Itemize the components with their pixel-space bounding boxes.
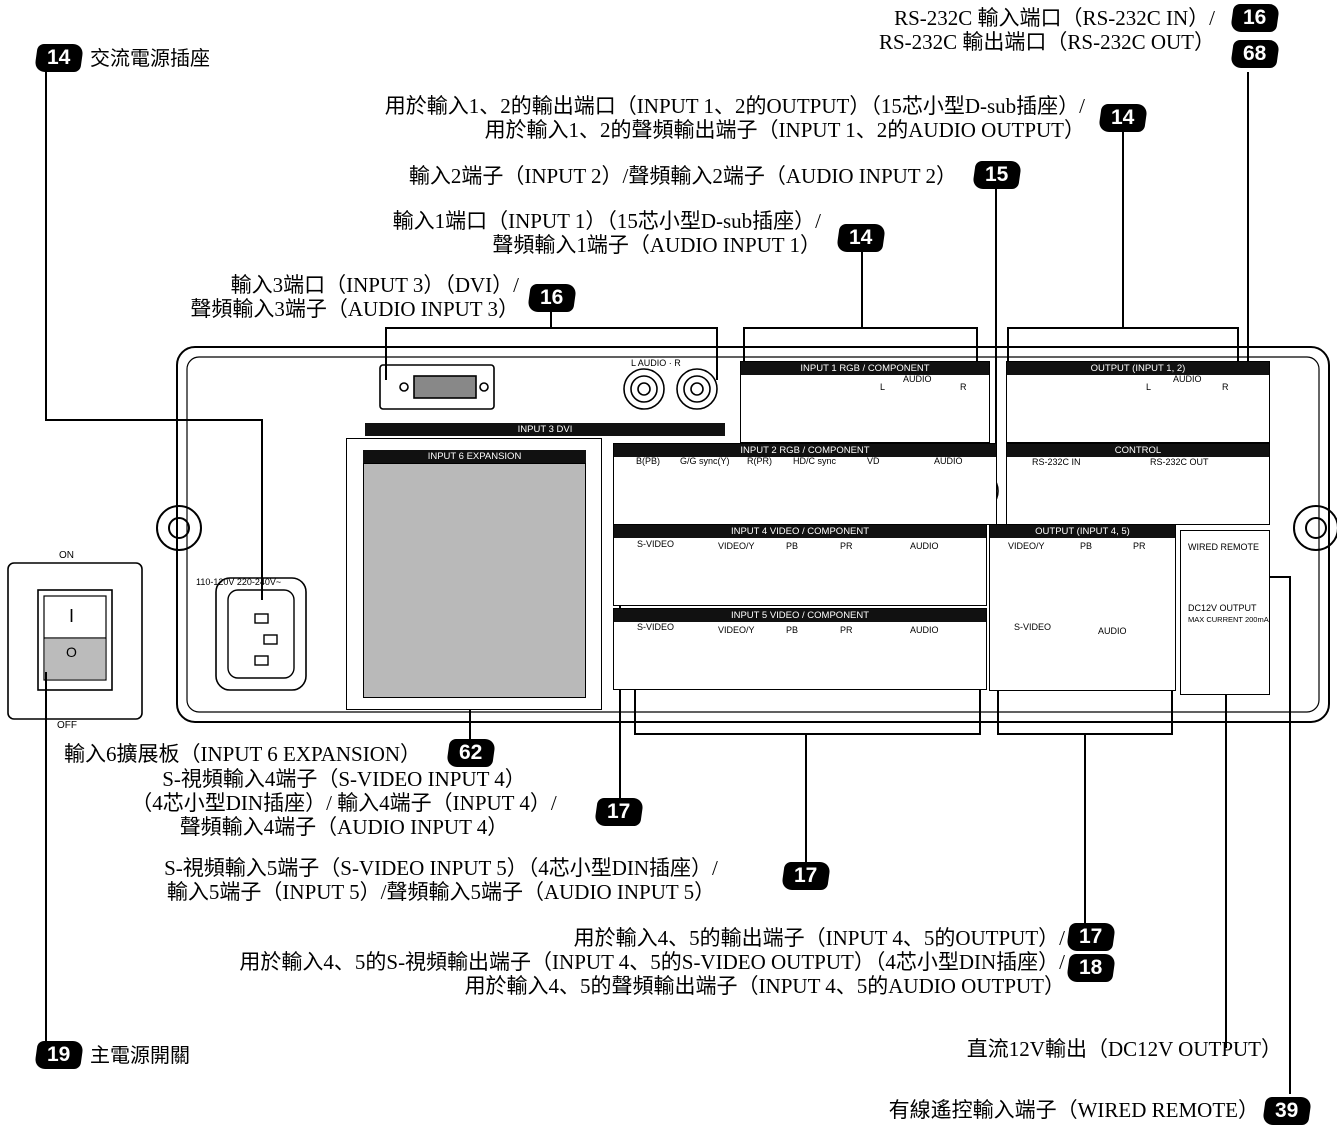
output12-l-label: L — [1146, 382, 1152, 392]
input2-badge: 15 — [972, 161, 1022, 189]
input4-caption: S-視頻輸入4端子（S-VIDEO INPUT 4） （4芯小型DIN插座）/ … — [131, 767, 557, 839]
rs232-badge-68: 68 — [1230, 40, 1280, 68]
output12-r-label: R — [1222, 382, 1229, 392]
control-header: CONTROL — [1007, 444, 1269, 457]
max-current-label: MAX CURRENT 200mA — [1188, 615, 1269, 624]
dc12v-caption: 直流12V輸出（DC12V OUTPUT） — [966, 1037, 1282, 1061]
switch-off-label: OFF — [57, 720, 77, 731]
output12-badge: 14 — [1098, 104, 1148, 132]
input1-l-label: L — [880, 382, 886, 392]
input2-label-vd: VD — [867, 456, 880, 466]
input3-badge: 16 — [527, 284, 577, 312]
output12-audio-label: AUDIO — [1173, 374, 1202, 384]
output45-audio-label: AUDIO — [1098, 626, 1127, 636]
input5-badge: 17 — [781, 862, 831, 890]
input2-caption: 輸入2端子（INPUT 2）/聲頻輸入2端子（AUDIO INPUT 2） — [408, 164, 957, 188]
ac-socket-badge: 14 — [34, 44, 84, 72]
input3-caption: 輸入3端口（INPUT 3）（DVI）/ 聲頻輸入3端子（AUDIO INPUT… — [190, 273, 519, 321]
input2-label-hd: HD/C sync — [793, 456, 837, 466]
output45-pb-label: PB — [1080, 541, 1093, 551]
switch-i-mark: I — [69, 606, 75, 626]
output45-pr-label: PR — [1133, 541, 1146, 551]
rs232-caption: RS-232C 輸入端口（RS-232C IN）/ RS-232C 輸出端口（R… — [878, 6, 1215, 54]
output45-header: OUTPUT (INPUT 4, 5) — [990, 525, 1175, 538]
output45-badge-17: 17 — [1066, 923, 1116, 951]
output45-videoy-label: VIDEO/Y — [1008, 541, 1045, 551]
input4-badge: 17 — [594, 798, 644, 826]
input5-header: INPUT 5 VIDEO / COMPONENT — [614, 609, 986, 622]
input6-header: INPUT 6 EXPANSION — [363, 450, 586, 463]
input1-badge: 14 — [836, 224, 886, 252]
input5-svideo-label: S-VIDEO — [637, 622, 675, 632]
input4-pr-label: PR — [840, 541, 853, 551]
input1-header: INPUT 1 RGB / COMPONENT — [741, 362, 989, 375]
main-switch-badge: 19 — [34, 1041, 84, 1069]
voltage-label: 110-120V 220-240V~ — [196, 577, 282, 587]
input5-caption: S-視頻輸入5端子（S-VIDEO INPUT 5）（4芯小型DIN插座）/ 輸… — [164, 856, 718, 904]
input2-label-g: G/G sync(Y) — [680, 456, 730, 466]
input6-expansion-slot — [363, 463, 586, 698]
wired-remote-panel-label: WIRED REMOTE — [1188, 542, 1259, 552]
switch-on-label: ON — [59, 550, 74, 561]
output12-header: OUTPUT (INPUT 1, 2) — [1007, 362, 1269, 375]
remote-frame — [1180, 530, 1270, 695]
input2-label-r: R(PR) — [747, 456, 772, 466]
rs232-out-label: RS-232C OUT — [1150, 457, 1209, 467]
input4-pb-label: PB — [786, 541, 799, 551]
input3-audio-label: L AUDIO · R — [631, 358, 681, 368]
input3-header: INPUT 3 DVI — [365, 423, 725, 436]
input5-audio-label: AUDIO — [910, 625, 939, 635]
rs232-badge-16: 16 — [1230, 4, 1280, 32]
input4-svideo-label: S-VIDEO — [637, 539, 675, 549]
input5-pb-label: PB — [786, 625, 799, 635]
input5-pr-label: PR — [840, 625, 853, 635]
main-switch-caption: 主電源開關 — [90, 1043, 190, 1067]
input4-header: INPUT 4 VIDEO / COMPONENT — [614, 525, 986, 538]
output45-badge-18: 18 — [1066, 954, 1116, 982]
wired-remote-caption: 有線遙控輸入端子（WIRED REMOTE） — [888, 1098, 1259, 1122]
input5-videoy-label: VIDEO/Y — [718, 625, 755, 635]
output45-caption: 用於輸入4、5的輸出端子（INPUT 4、5的OUTPUT）/ 用於輸入4、5的… — [239, 926, 1065, 998]
input6-caption: 輸入6擴展板（INPUT 6 EXPANSION） — [64, 742, 422, 766]
input6-badge: 62 — [446, 739, 496, 767]
input1-caption: 輸入1端口（INPUT 1）（15芯小型D-sub插座）/ 聲頻輸入1端子（AU… — [392, 209, 821, 257]
output12-caption: 用於輸入1、2的輸出端口（INPUT 1、2的OUTPUT）（15芯小型D-su… — [384, 94, 1085, 142]
input2-header: INPUT 2 RGB / COMPONENT — [614, 444, 996, 457]
dc12v-panel-label: DC12V OUTPUT — [1188, 603, 1257, 613]
input1-r-label: R — [960, 382, 967, 392]
input2-label-b: B(PB) — [636, 456, 661, 466]
output45-svideo-label: S-VIDEO — [1014, 622, 1052, 632]
rs232-in-label: RS-232C IN — [1032, 457, 1081, 467]
ac-socket-caption: 交流電源插座 — [90, 46, 210, 70]
input2-audio-label: AUDIO — [934, 456, 963, 466]
input1-audio-label: AUDIO — [903, 374, 932, 384]
wired-remote-badge: 39 — [1262, 1097, 1312, 1125]
input4-videoy-label: VIDEO/Y — [718, 541, 755, 551]
input4-audio-label: AUDIO — [910, 541, 939, 551]
switch-o-mark: O — [66, 644, 77, 660]
output45-frame — [989, 524, 1176, 691]
